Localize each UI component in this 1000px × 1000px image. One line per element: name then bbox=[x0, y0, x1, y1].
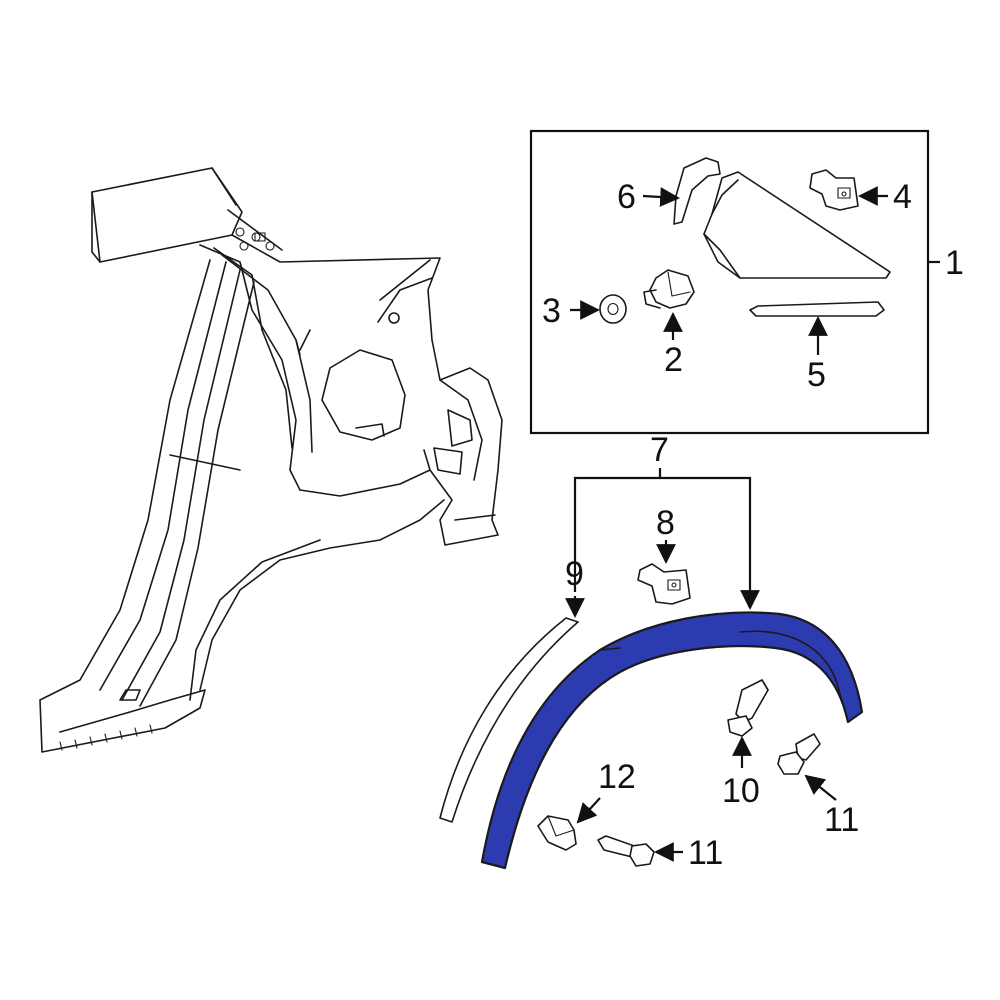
callout-labels: 1 2 3 4 5 6 7 8 9 10 11 11 12 bbox=[542, 178, 964, 872]
trim-seal-strip bbox=[673, 157, 721, 225]
quarter-window-trim bbox=[703, 171, 891, 279]
callout-1: 1 bbox=[945, 244, 964, 282]
leader-lines bbox=[565, 186, 888, 862]
callout-12: 12 bbox=[598, 758, 636, 796]
callout-4: 4 bbox=[893, 178, 912, 216]
callout-6: 6 bbox=[617, 178, 636, 216]
clip-part-4 bbox=[809, 169, 859, 211]
callout-7: 7 bbox=[650, 431, 669, 469]
clip-part-8 bbox=[637, 563, 691, 605]
bolt-part-10 bbox=[727, 679, 769, 737]
callout-10: 10 bbox=[722, 772, 760, 810]
bolt-part-11-right bbox=[777, 733, 821, 775]
callout-2: 2 bbox=[664, 341, 683, 379]
clip-part-12 bbox=[537, 815, 577, 851]
callout-3: 3 bbox=[542, 292, 561, 330]
clip-part-2 bbox=[643, 269, 695, 309]
part-group-1-frame bbox=[529, 129, 930, 435]
bolt-part-11-bottom bbox=[597, 835, 655, 867]
callout-5: 5 bbox=[807, 356, 826, 394]
callout-11-bottom: 11 bbox=[688, 834, 723, 872]
callout-11-right: 11 bbox=[824, 801, 859, 839]
wheel-opening-molding bbox=[480, 611, 864, 870]
nut-part-3 bbox=[599, 294, 627, 324]
molding-seal-strip bbox=[439, 617, 579, 823]
callout-8: 8 bbox=[656, 504, 675, 542]
quarter-panel bbox=[39, 167, 503, 753]
belt-molding-strip bbox=[749, 301, 885, 317]
callout-9: 9 bbox=[565, 555, 584, 593]
